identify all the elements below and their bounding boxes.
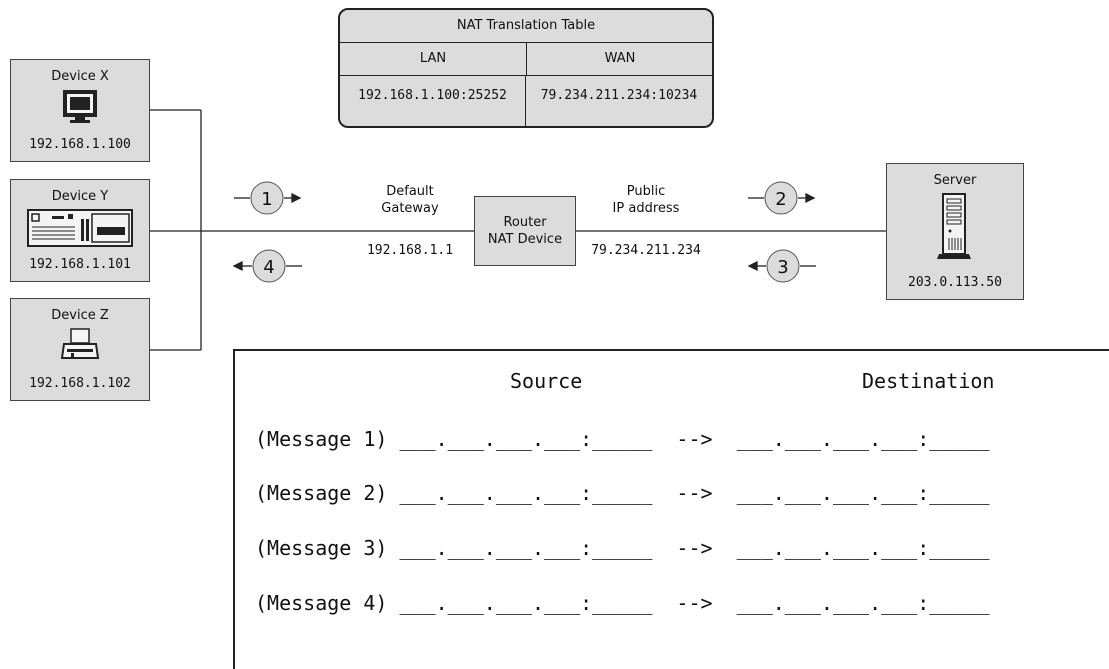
gateway-label-line2: Gateway (381, 201, 439, 216)
public-ip-label: Public IP address (596, 183, 696, 217)
server: Server 203.0.113.50 (886, 163, 1024, 300)
gateway-label: Default Gateway (360, 183, 460, 217)
server-name: Server (933, 173, 977, 188)
gateway-label-line1: Default (386, 184, 434, 199)
step-3-number: 3 (777, 257, 788, 278)
nat-translation-table: NAT Translation Table LAN WAN 192.168.1.… (338, 8, 714, 128)
device-z-ip: 192.168.1.102 (29, 376, 131, 391)
step-1-arrow (234, 192, 302, 204)
device-y: Device Y 192.168.1.101 (10, 179, 150, 282)
device-z-name: Device Z (51, 308, 109, 323)
nat-table-title: NAT Translation Table (340, 10, 712, 43)
device-x-name: Device X (51, 69, 109, 84)
device-z: Device Z 192.168.1.102 (10, 298, 150, 401)
step-3-arrow (747, 260, 816, 272)
step-4-circle (252, 249, 286, 283)
router-label-line1: Router (503, 215, 547, 230)
step-4-arrow (232, 260, 302, 272)
message-1-row: (Message 1) ___.___.___.___:_____ --> __… (255, 427, 990, 451)
message-3-row: (Message 3) ___.___.___.___:_____ --> __… (255, 536, 990, 560)
server-ip: 203.0.113.50 (908, 275, 1002, 290)
device-x-ip: 192.168.1.100 (29, 137, 131, 152)
gateway-ip: 192.168.1.1 (366, 243, 454, 258)
device-y-name: Device Y (51, 189, 109, 204)
step-2-number: 2 (775, 189, 786, 210)
destination-header: Destination (862, 369, 995, 393)
nat-wan-value: 79.234.211.234:10234 (540, 88, 698, 103)
monitor-icon (63, 90, 97, 123)
step-2-arrow (748, 192, 816, 204)
message-4-row: (Message 4) ___.___.___.___:_____ --> __… (255, 591, 990, 615)
message-2-row: (Message 2) ___.___.___.___:_____ --> __… (255, 481, 990, 505)
nat-col-wan: WAN (604, 51, 636, 66)
public-label-line2: IP address (612, 201, 680, 216)
server-tower-icon (937, 193, 971, 259)
nat-col-lan: LAN (340, 43, 527, 75)
printer-icon (60, 328, 100, 359)
device-y-ip: 192.168.1.101 (29, 257, 131, 272)
step-3-circle (766, 249, 800, 283)
router-nat-device: Router NAT Device (474, 196, 576, 266)
device-x: Device X 192.168.1.100 (10, 59, 150, 162)
router-label-line2: NAT Device (487, 232, 563, 247)
step-1-circle (250, 181, 284, 215)
step-2-circle (764, 181, 798, 215)
source-header: Source (510, 369, 583, 393)
step-1-number: 1 (261, 189, 272, 210)
public-label-line1: Public (626, 184, 666, 199)
answer-sheet: Source Destination (Message 1) ___.___._… (233, 349, 1109, 669)
desktop-computer-icon (27, 209, 133, 247)
nat-lan-value: 192.168.1.100:25252 (340, 76, 526, 126)
step-4-number: 4 (263, 257, 274, 278)
public-ip: 79.234.211.234 (591, 243, 701, 258)
